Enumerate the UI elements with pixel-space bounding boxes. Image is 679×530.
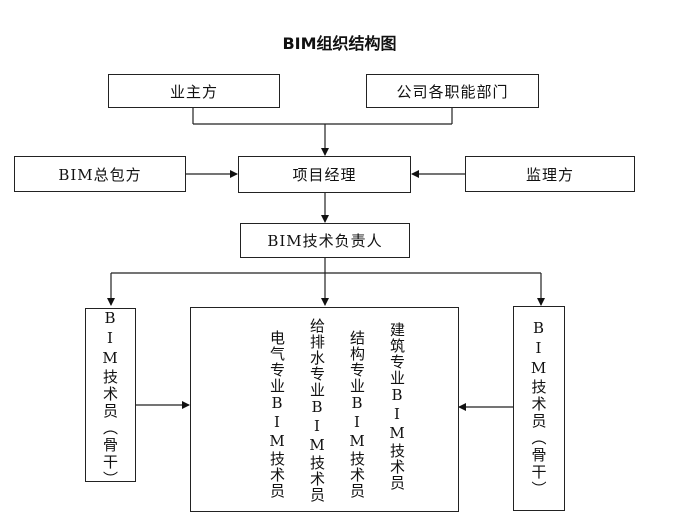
- bim-tech-staff-right-label: BIM技术员（骨干）: [529, 319, 548, 498]
- specialty-electrical: 电气专业BIM技术员: [268, 330, 286, 499]
- bim-general-contractor-box: BIM总包方: [14, 156, 186, 192]
- bim-general-contractor-label: BIM总包方: [58, 165, 142, 184]
- company-departments-box: 公司各职能部门: [366, 74, 539, 108]
- specialty-structure: 结构专业BIM技术员: [348, 330, 366, 499]
- company-departments-label: 公司各职能部门: [396, 82, 509, 101]
- owner-label: 业主方: [169, 82, 218, 101]
- bim-tech-staff-right-box: BIM技术员（骨干）: [513, 306, 565, 511]
- bim-tech-staff-left-label: BIM技术员（骨干）: [101, 309, 119, 488]
- bim-tech-staff-left-box: BIM技术员（骨干）: [85, 308, 136, 488]
- project-manager-label: 项目经理: [292, 166, 357, 184]
- specialty-architecture: 建筑专业BIM技术员: [388, 322, 406, 491]
- diagram-title: BIM组织结构图: [282, 34, 397, 53]
- bim-tech-lead-label: BIM技术负责人: [267, 232, 383, 250]
- owner-box: 业主方: [108, 74, 280, 108]
- bim-tech-lead-box: BIM技术负责人: [240, 223, 410, 258]
- specialists-box: 建筑专业BIM技术员 结构专业BIM技术员 给排水专业BIM技术员 电气专业BI…: [190, 307, 459, 512]
- specialty-plumbing: 给排水专业BIM技术员: [308, 318, 326, 503]
- supervisor-box: 监理方: [465, 156, 635, 192]
- project-manager-box: 项目经理: [238, 156, 411, 193]
- supervisor-label: 监理方: [525, 165, 574, 184]
